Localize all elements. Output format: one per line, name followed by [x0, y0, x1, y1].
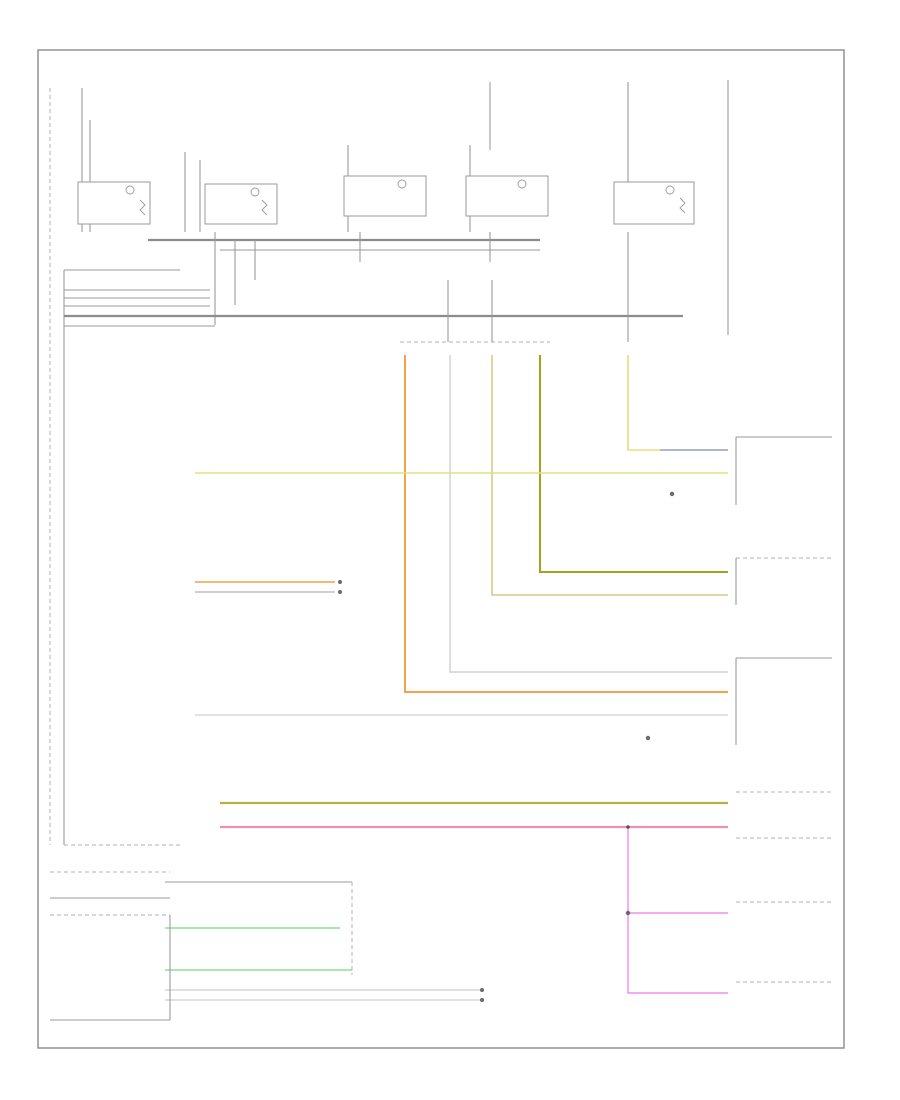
grounds: [338, 491, 675, 1002]
relay-2: [204, 183, 278, 225]
wire-yellow-top: [627, 355, 728, 451]
relay-2-contact: [250, 187, 260, 197]
right-connectors: [735, 436, 832, 983]
wire-magenta-branch: [627, 827, 728, 994]
ground-6: [480, 988, 484, 992]
wire-dark-yellow: [539, 355, 728, 573]
ground-5: [625, 910, 631, 916]
wire-orange: [404, 355, 728, 693]
relay-5: [613, 181, 695, 225]
relay-1: [77, 181, 151, 225]
relay-4: [465, 175, 549, 217]
ground-7: [480, 998, 484, 1002]
diagram-border: [37, 49, 845, 1049]
harness-wires: [165, 355, 728, 1001]
ground-3: [338, 590, 342, 594]
connector-drops: [400, 280, 629, 343]
ecm-inputs: [64, 289, 683, 327]
relay-4-contact: [517, 179, 527, 189]
relay-5-coil: [679, 197, 686, 214]
relay-1-coil: [139, 199, 146, 216]
relay-2-coil: [261, 199, 268, 216]
splice-1: [626, 825, 630, 829]
ground-2: [338, 580, 342, 584]
wire-tan: [491, 355, 728, 596]
relay-group: [77, 80, 729, 335]
relay-1-contact: [125, 185, 135, 195]
ground-1: [669, 491, 675, 497]
bottom-left-modules: [50, 871, 353, 1021]
wire-light-grey: [449, 355, 728, 673]
ground-4: [645, 735, 651, 741]
relay-5-contact: [665, 185, 675, 195]
relay-3: [343, 175, 427, 217]
relay-3-contact: [397, 179, 407, 189]
